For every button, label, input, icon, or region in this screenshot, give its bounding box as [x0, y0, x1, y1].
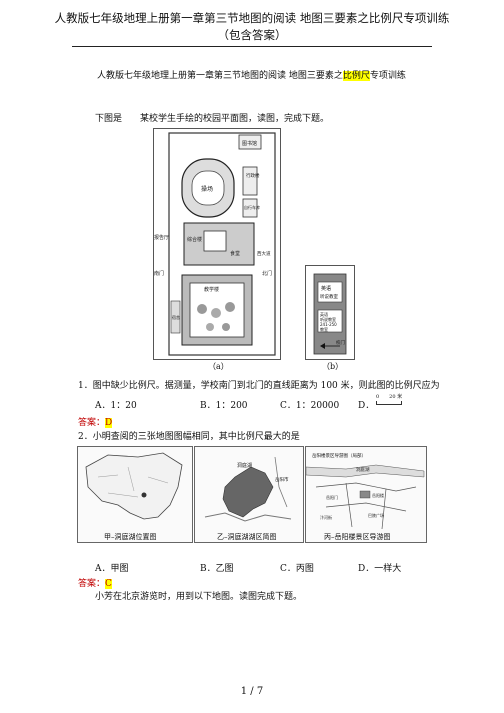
library-label: 图书馆: [242, 140, 257, 147]
q3-intro: 小芳在北京游览时，用到以下地图。读图完成下题。: [95, 592, 303, 602]
subtitle-highlight: 比例尺: [342, 71, 370, 81]
campus-map-figure: 图书馆 操场 行政楼 自行车库 综合楼 食堂 报告厅 南门 北门 西大道 教学楼…: [153, 128, 281, 360]
subtitle-after: 专项训练: [369, 71, 406, 81]
figure-a-caption: （a）: [208, 362, 229, 371]
bing-title: 岳阳楼景区导游图（局部）: [312, 452, 366, 459]
q2-option-c: C．丙图: [280, 564, 314, 574]
q1-option-a: A．1：20: [95, 401, 137, 411]
map-yi: 洞庭湖 岳阳市 乙–洞庭湖湖区简图: [194, 446, 304, 543]
floor-line-4: 教室: [320, 326, 328, 332]
yi-city-label: 岳阳市: [275, 476, 289, 483]
bing-label-1: 岳阳楼: [372, 492, 384, 498]
question-intro: 下图是 某校学生手绘的校园平面图，读图，完成下题。: [95, 114, 330, 124]
q1-option-c: C．1：20000: [280, 401, 340, 411]
hall-label: 报告厅: [154, 234, 169, 241]
q2-answer-label: 答案：: [78, 579, 106, 589]
office-label: 行政楼: [246, 172, 260, 179]
page-header: 人教版七年级地理上册第一章第三节地图的阅读 地图三要素之比例尺专项训练 （包含答…: [0, 10, 504, 44]
header-title: 人教版七年级地理上册第一章第三节地图的阅读 地图三要素之比例尺专项训练: [54, 11, 450, 25]
campus-wall: [168, 132, 276, 356]
bing-label-4: 汴河街: [320, 514, 332, 520]
yueyang-tower-marker: [359, 490, 371, 499]
office-building: [242, 166, 258, 196]
canteen-label: 食堂: [230, 250, 240, 257]
lake-shape: [222, 466, 274, 518]
q2-option-b: B．乙图: [200, 564, 234, 574]
map-yi-drawing: 洞庭湖 岳阳市: [204, 456, 292, 522]
dongting-dot: [141, 492, 147, 498]
q2-option-a: A．甲图: [95, 564, 129, 574]
q1-option-b: B．1：200: [200, 401, 248, 411]
west-road-label: 西大道: [257, 250, 271, 257]
dorm-label: 宿舍: [172, 314, 180, 320]
q1-option-d: D．: [358, 401, 375, 411]
garage-label: 自行车库: [244, 204, 260, 210]
map-bing-drawing: 岳阳楼景区导游图（局部） 洞庭湖 岳阳楼 岳阳门 巴陵广场 汴河街: [306, 452, 425, 530]
map-bing-caption: 丙–岳阳楼景区导游图: [324, 533, 391, 541]
floor-line-1: 英语: [320, 311, 328, 317]
gate-label: 校门: [336, 339, 345, 346]
field-label: 操场: [201, 185, 213, 193]
campus-map-drawing: 图书馆 操场 行政楼 自行车库 综合楼 食堂 报告厅 南门 北门 西大道 教学楼…: [154, 129, 280, 359]
bing-label-2: 岳阳门: [326, 494, 338, 500]
comp-label: 综合楼: [187, 236, 202, 243]
teach-label: 教学楼: [204, 286, 219, 293]
bike-garage: [242, 198, 258, 218]
sign-figure: 英语 听说教室 英语 听说教室 241-250 教室 校门: [305, 265, 355, 360]
south-gate-label: 南门: [154, 270, 164, 277]
bing-lake-label: 洞庭湖: [356, 466, 370, 473]
library-building: [238, 134, 262, 150]
document-subtitle: 人教版七年级地理上册第一章第三节地图的阅读 地图三要素之比例尺专项训练: [97, 68, 406, 81]
north-gate-label: 北门: [262, 270, 272, 277]
sign-board: [317, 281, 343, 303]
arrow-icon: [320, 343, 325, 349]
header-rule: [72, 46, 432, 47]
q2-answer-value: C: [105, 579, 112, 589]
dorm-building: [170, 300, 181, 334]
q1-scale-text: 0 20 米: [376, 394, 403, 400]
q1-answer-value: D: [105, 418, 113, 428]
q1-answer: 答案：D: [78, 415, 113, 428]
q1-text: 1．图中缺少比例尺。据测量，学校南门到北门的直线距离为 100 米，则此图的比例…: [78, 381, 440, 391]
page-number: 1 / 7: [240, 686, 264, 697]
sign-line-2: 听说教室: [320, 293, 338, 300]
q1-answer-label: 答案：: [78, 418, 106, 428]
q2-answer: 答案：C: [78, 576, 112, 589]
header-subtitle: （包含答案）: [217, 28, 287, 42]
map-yi-caption: 乙–洞庭湖湖区简图: [217, 533, 277, 541]
map-jia: 甲–洞庭湖位置图: [77, 446, 193, 543]
floor-line-2: 听说教室: [320, 316, 336, 322]
map-bing: 岳阳楼景区导游图（局部） 洞庭湖 岳阳楼 岳阳门 巴陵广场 汴河街 丙–岳阳楼景…: [305, 446, 427, 543]
figure-b-caption: （b）: [322, 362, 344, 371]
yi-lake-label: 洞庭湖: [237, 462, 252, 469]
q2-option-d: D．一样大: [358, 564, 402, 574]
map-jia-drawing: [85, 452, 183, 520]
q2-text: 2．小明查阅的三张地图图幅相同，其中比例尺最大的是: [78, 432, 300, 442]
sign-line-1: 英语: [321, 285, 331, 292]
subtitle-before: 人教版七年级地理上册第一章第三节地图的阅读 地图三要素之: [97, 71, 343, 81]
sign-drawing: 英语 听说教室 英语 听说教室 241-250 教室 校门: [313, 273, 347, 355]
map-jia-caption: 甲–洞庭湖位置图: [104, 533, 157, 541]
floor-line-3: 241-250: [320, 322, 337, 327]
q1-scale-bar: [376, 401, 402, 405]
bing-label-3: 巴陵广场: [368, 512, 384, 518]
